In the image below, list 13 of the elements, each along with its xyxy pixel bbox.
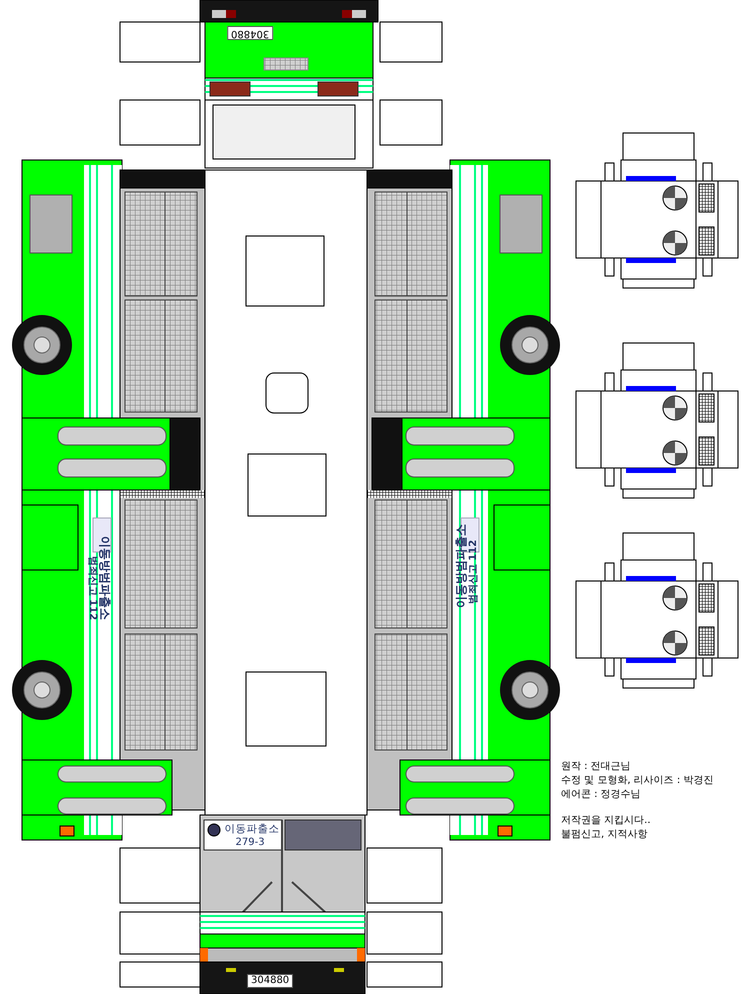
copyright-note: 저작권을 지킵시다.. <box>561 816 651 826</box>
credit-line: 수정 및 모형화, 리사이즈 : 박경진 <box>561 776 714 786</box>
side-lettering: 범죄신고 112 <box>469 540 480 604</box>
side-lettering: 이동방범파출소 <box>455 524 467 608</box>
destination-sign-text: 이동파출소 <box>224 824 280 834</box>
license-plate: 304880 <box>227 26 274 40</box>
side-lettering: 범죄신고 112 <box>87 556 98 620</box>
license-plate: 304880 <box>247 974 294 988</box>
credit-line: 에어콘 : 정경수님 <box>561 790 641 800</box>
credit-line: 원작 : 전대근님 <box>561 762 631 772</box>
route-number: 279-3 <box>236 838 265 848</box>
report-note: 불펌신고, 지적사항 <box>561 830 648 840</box>
side-lettering: 이동방범파출소 <box>99 536 111 620</box>
